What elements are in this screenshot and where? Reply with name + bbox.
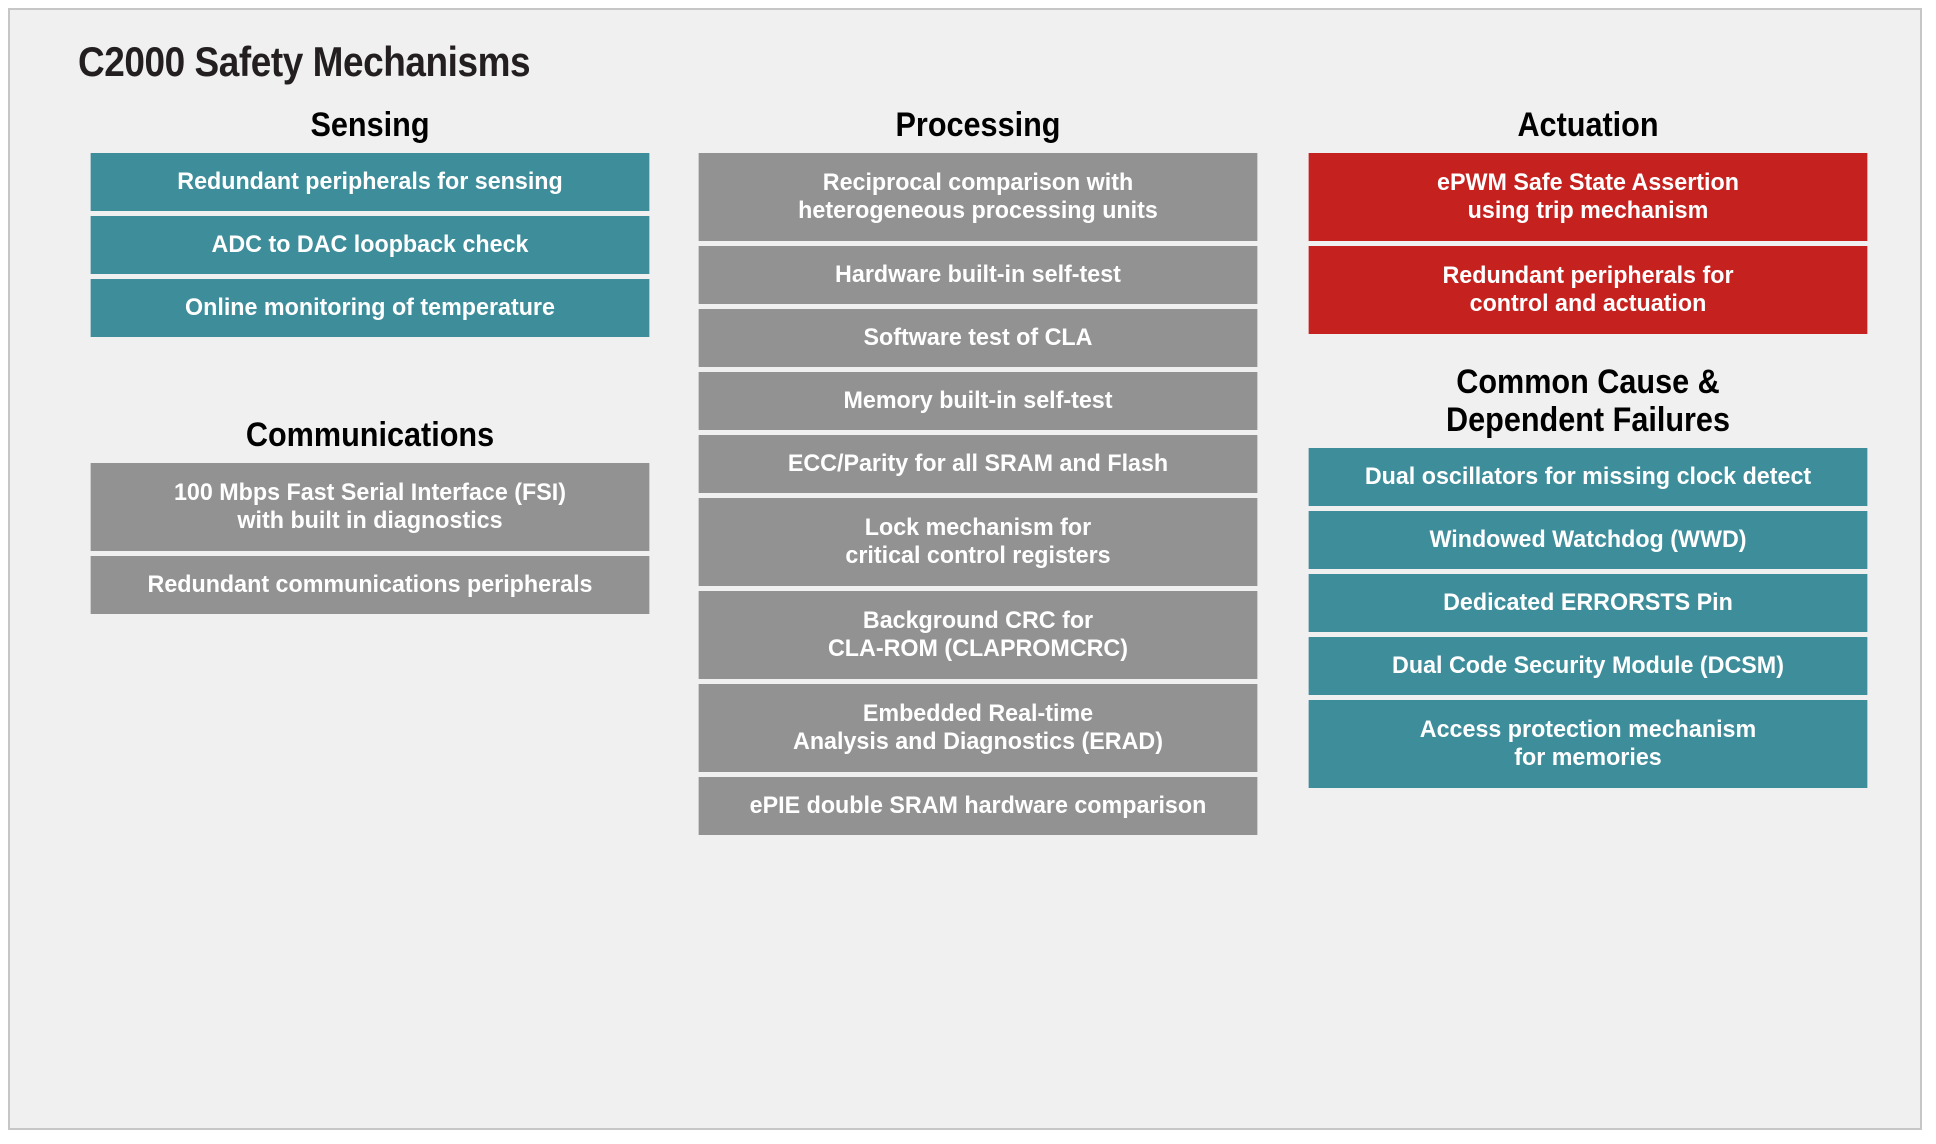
group-heading-processing: Processing [895, 106, 1061, 144]
mechanism-box-embedded-real-time-analysis-and-diagnostics-erad: Embedded Real-time Analysis and Diagnost… [698, 684, 1258, 773]
group-spacer [82, 342, 658, 416]
group-heading-common-cause-dependent-failures: Common Cause & Dependent Failures [1446, 363, 1730, 440]
mechanism-box-dedicated-errorsts-pin: Dedicated ERRORSTS Pin [1308, 574, 1868, 633]
mechanism-box-redundant-communications-peripherals: Redundant communications peripherals [90, 556, 650, 615]
mechanism-list: 100 Mbps Fast Serial Interface (FSI) wit… [82, 463, 658, 615]
mechanism-box-epie-double-sram-hardware-comparison: ePIE double SRAM hardware comparison [698, 777, 1258, 836]
page-title: C2000 Safety Mechanisms [78, 38, 531, 85]
mechanism-box-background-crc-for-cla-rom-clapromcrc: Background CRC for CLA-ROM (CLAPROMCRC) [698, 591, 1258, 680]
mechanism-box-dual-code-security-module-dcsm: Dual Code Security Module (DCSM) [1308, 637, 1868, 696]
mechanism-box-ecc-parity-for-all-sram-and-flash: ECC/Parity for all SRAM and Flash [698, 435, 1258, 494]
mechanism-list: Dual oscillators for missing clock detec… [1300, 448, 1876, 789]
group-heading-actuation: Actuation [1517, 106, 1659, 144]
group-actuation: Actuation ePWM Safe State Assertion using… [1300, 106, 1876, 335]
mechanism-box-hardware-built-in-self-test: Hardware built-in self-test [698, 246, 1258, 305]
mechanism-box-software-test-of-cla: Software test of CLA [698, 309, 1258, 368]
mechanism-box-online-monitoring-of-temperature: Online monitoring of temperature [90, 279, 650, 338]
mechanism-box-adc-to-dac-loopback-check: ADC to DAC loopback check [90, 216, 650, 275]
group-heading-sensing: Sensing [310, 106, 430, 144]
mechanism-box-dual-oscillators-for-missing-clock-detect: Dual oscillators for missing clock detec… [1308, 448, 1868, 507]
group-spacer [1300, 339, 1876, 363]
group-heading-communications: Communications [245, 416, 495, 455]
group-communications: Communications 100 Mbps Fast Serial Inter… [82, 416, 658, 615]
mechanism-box-lock-mechanism-for-critical-control-registers: Lock mechanism for critical control regi… [698, 498, 1258, 587]
mechanism-box-reciprocal-comparison-with-heterogeneous-process: Reciprocal comparison with heterogeneous… [698, 153, 1258, 242]
mechanism-box-windowed-watchdog-wwd: Windowed Watchdog (WWD) [1308, 511, 1868, 570]
mechanism-box-redundant-peripherals-for-control-and-actuation: Redundant peripherals for control and ac… [1308, 246, 1868, 335]
mechanism-list: ePWM Safe State Assertion using trip mec… [1300, 153, 1876, 335]
mechanism-box-memory-built-in-self-test: Memory built-in self-test [698, 372, 1258, 431]
column-right: Actuation ePWM Safe State Assertion using… [1300, 106, 1876, 793]
mechanism-box-100-mbps-fast-serial-interface-fsi-with-built-in: 100 Mbps Fast Serial Interface (FSI) wit… [90, 463, 650, 552]
mechanism-box-redundant-peripherals-for-sensing: Redundant peripherals for sensing [90, 153, 650, 212]
mechanism-list: Reciprocal comparison with heterogeneous… [690, 153, 1266, 836]
mechanism-box-epwm-safe-state-assertion-using-trip-mechanism: ePWM Safe State Assertion using trip mec… [1308, 153, 1868, 242]
mechanism-box-access-protection-mechanism-for-memories: Access protection mechanism for memories [1308, 700, 1868, 789]
